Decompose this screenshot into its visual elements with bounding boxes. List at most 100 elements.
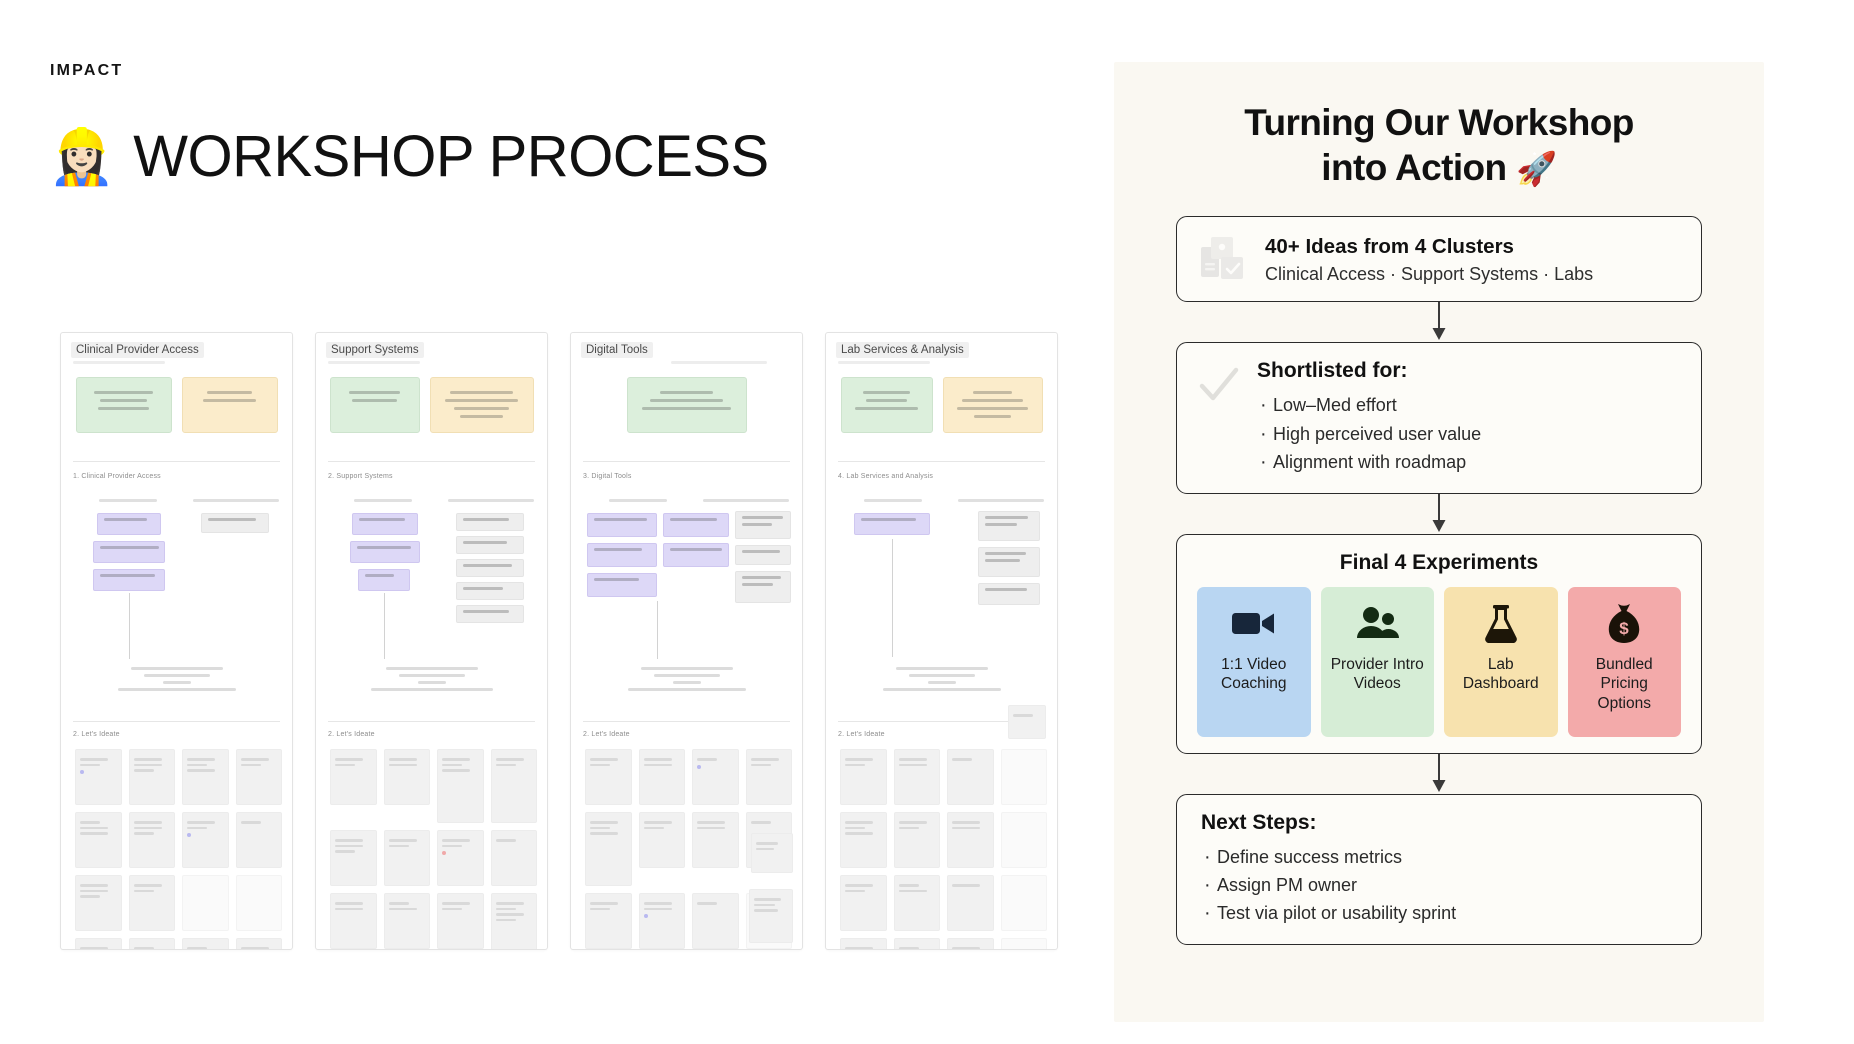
sticky-note[interactable] xyxy=(235,812,282,868)
arrow-down-1 xyxy=(1176,302,1702,342)
flow-node xyxy=(93,569,165,591)
board-footnote xyxy=(571,663,802,695)
sticky-note-grid[interactable] xyxy=(330,749,537,949)
panel-title-line1: Turning Our Workshop xyxy=(1244,102,1634,143)
floating-sticky-note[interactable] xyxy=(1008,705,1046,739)
board-lab-services-and-analysis[interactable]: Lab Services & Analysis 4. Lab Services … xyxy=(825,332,1058,950)
sticky-note[interactable] xyxy=(840,749,887,805)
sticky-note[interactable] xyxy=(128,938,175,949)
sticky-note[interactable] xyxy=(330,749,377,805)
sticky-note[interactable] xyxy=(692,893,739,949)
sticky-notes-icon xyxy=(1197,233,1249,285)
card-shortlist[interactable]: Shortlisted for: Low–Med effort High per… xyxy=(1176,342,1702,494)
sticky-note[interactable] xyxy=(235,938,282,949)
sticky-note[interactable] xyxy=(947,812,994,868)
sticky-note[interactable] xyxy=(330,830,377,886)
sticky-note[interactable] xyxy=(692,812,739,868)
floating-sticky-note[interactable] xyxy=(749,889,793,943)
sticky-note[interactable] xyxy=(182,749,229,805)
sticky-note[interactable] xyxy=(437,830,484,886)
sticky-note[interactable] xyxy=(893,938,940,949)
sticky-note[interactable] xyxy=(75,812,122,868)
bullet-item: Alignment with roadmap xyxy=(1257,447,1481,479)
board-note-row xyxy=(838,377,1045,433)
sticky-note[interactable] xyxy=(840,875,887,931)
sticky-note[interactable] xyxy=(585,893,632,949)
flow-node xyxy=(97,513,161,535)
card-next-steps-heading: Next Steps: xyxy=(1201,810,1317,834)
board-title: Clinical Provider Access xyxy=(71,342,204,358)
sticky-note[interactable] xyxy=(490,749,537,823)
floating-sticky-note[interactable] xyxy=(751,833,793,873)
tile-lab-dashboard[interactable]: Lab Dashboard xyxy=(1444,586,1558,737)
sticky-note[interactable] xyxy=(1000,749,1047,805)
sticky-note[interactable] xyxy=(692,749,739,805)
sticky-note[interactable] xyxy=(182,812,229,868)
sticky-note[interactable] xyxy=(128,812,175,868)
sticky-note[interactable] xyxy=(330,893,377,949)
sticky-note-grid[interactable] xyxy=(75,749,282,949)
card-ideas-heading: 40+ Ideas from 4 Clusters xyxy=(1265,234,1514,258)
sticky-note[interactable] xyxy=(182,875,229,931)
sticky-note[interactable] xyxy=(638,812,685,868)
tile-label: 1:1 Video Coaching xyxy=(1221,655,1287,693)
board-footnote xyxy=(316,663,547,695)
sticky-note[interactable] xyxy=(383,893,430,949)
board-digital-tools[interactable]: Digital Tools 3. Digital Tools xyxy=(570,332,803,950)
tile-provider-intro-videos[interactable]: Provider Intro Videos xyxy=(1320,586,1434,737)
tile-video-coaching[interactable]: 1:1 Video Coaching xyxy=(1197,586,1311,737)
sticky-note[interactable] xyxy=(383,749,430,805)
sticky-note[interactable] xyxy=(638,749,685,805)
sticky-note[interactable] xyxy=(437,893,484,949)
flow-node xyxy=(663,543,729,567)
sticky-note[interactable] xyxy=(1000,875,1047,931)
svg-text:$: $ xyxy=(1620,619,1630,638)
card-next-steps[interactable]: Next Steps: Define success metrics Assig… xyxy=(1176,793,1702,945)
note-green xyxy=(626,377,747,433)
flow-node xyxy=(456,513,524,531)
sticky-note[interactable] xyxy=(75,938,122,949)
flask-icon xyxy=(1483,601,1519,645)
sticky-note[interactable] xyxy=(840,812,887,868)
sticky-note[interactable] xyxy=(893,749,940,805)
card-experiments[interactable]: Final 4 Experiments 1:1 Video Coaching xyxy=(1176,533,1702,754)
sticky-note[interactable] xyxy=(1000,812,1047,868)
flow-node xyxy=(735,511,791,539)
action-flow: 40+ Ideas from 4 Clusters Clinical Acces… xyxy=(1176,216,1702,945)
money-bag-icon: $ xyxy=(1605,601,1643,645)
construction-worker-icon: 👷🏻‍♀️ xyxy=(48,127,116,187)
board-clinical-provider-access[interactable]: Clinical Provider Access 1. Clinical Pro… xyxy=(60,332,293,950)
card-ideas[interactable]: 40+ Ideas from 4 Clusters Clinical Acces… xyxy=(1176,216,1702,303)
sticky-note[interactable] xyxy=(128,875,175,931)
sticky-note[interactable] xyxy=(235,875,282,931)
sticky-note[interactable] xyxy=(745,749,792,805)
sticky-note[interactable] xyxy=(947,938,994,949)
sticky-note-grid[interactable] xyxy=(840,749,1047,949)
sticky-note[interactable] xyxy=(235,749,282,805)
tile-bundled-pricing[interactable]: $ Bundled Pricing Options xyxy=(1567,586,1681,737)
sticky-note[interactable] xyxy=(128,749,175,805)
sticky-note[interactable] xyxy=(75,875,122,931)
sticky-note[interactable] xyxy=(840,938,887,949)
sticky-note[interactable] xyxy=(490,893,537,949)
sticky-note[interactable] xyxy=(1000,938,1047,949)
sticky-note[interactable] xyxy=(893,875,940,931)
sticky-note[interactable] xyxy=(947,875,994,931)
sticky-note[interactable] xyxy=(383,830,430,886)
board-support-systems[interactable]: Support Systems 2. Support Systems xyxy=(315,332,548,950)
sticky-note[interactable] xyxy=(638,893,685,949)
sticky-note[interactable] xyxy=(437,749,484,823)
board-ideate-label: 2. Let's Ideate xyxy=(328,731,375,738)
note-green xyxy=(329,377,420,433)
workshop-boards: Clinical Provider Access 1. Clinical Pro… xyxy=(60,332,1058,950)
sticky-note[interactable] xyxy=(182,938,229,949)
note-green xyxy=(75,377,172,433)
sticky-note[interactable] xyxy=(585,812,632,886)
sticky-note[interactable] xyxy=(947,749,994,805)
sticky-note[interactable] xyxy=(490,830,537,886)
sticky-note[interactable] xyxy=(75,749,122,805)
sticky-note[interactable] xyxy=(585,749,632,805)
panel-title: Turning Our Workshop into Action 🚀 xyxy=(1148,100,1730,190)
page-title: 👷🏻‍♀️ WORKSHOP PROCESS xyxy=(48,128,769,186)
sticky-note[interactable] xyxy=(893,812,940,868)
